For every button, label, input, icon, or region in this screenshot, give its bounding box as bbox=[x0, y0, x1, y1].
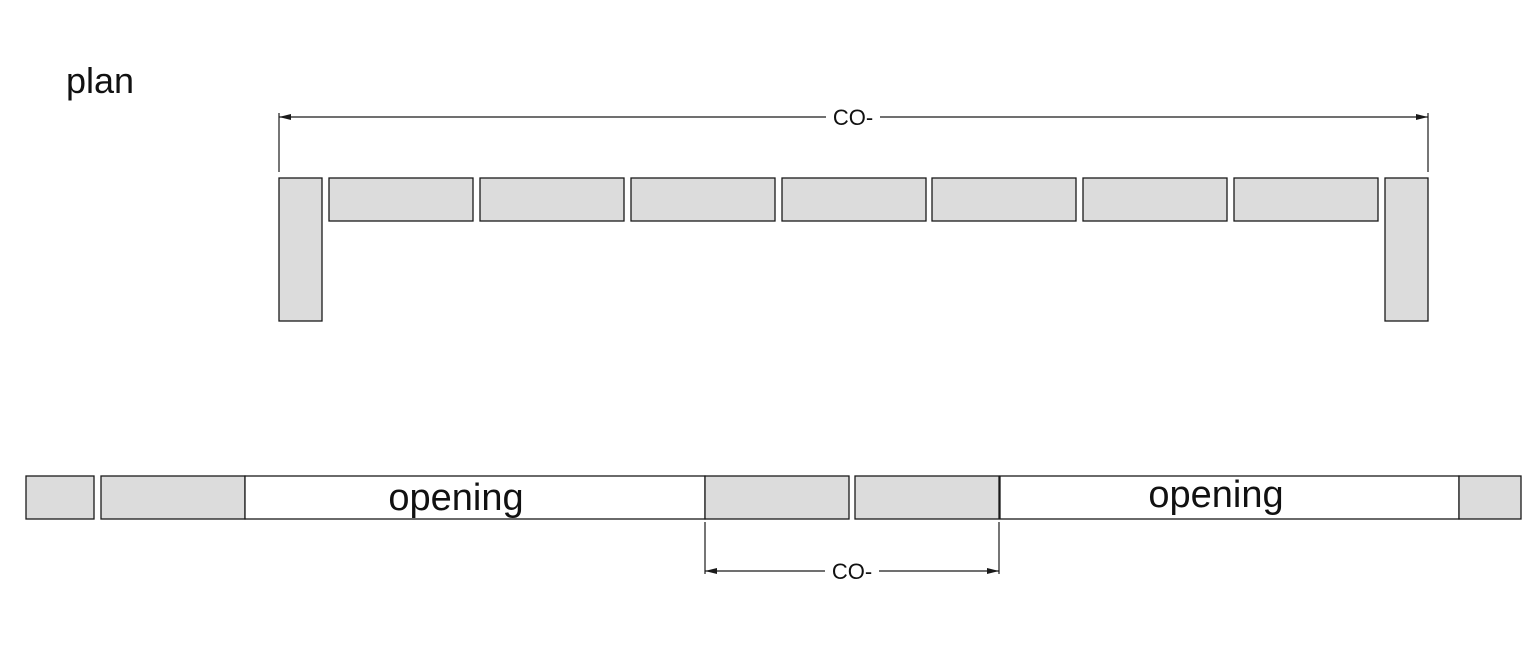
course-brick-1 bbox=[328, 177, 474, 222]
bottom-dimension-label: CO- bbox=[832, 559, 872, 584]
course-brick-6 bbox=[1082, 177, 1228, 222]
opening-2-label: opening bbox=[1148, 474, 1283, 516]
course-brick-5 bbox=[931, 177, 1077, 222]
top-dimension-left-arrow bbox=[279, 114, 291, 120]
top-dimension-right-arrow bbox=[1416, 114, 1428, 120]
opening-1 bbox=[244, 475, 706, 520]
course-brick-7 bbox=[1233, 177, 1379, 222]
partial-brick-left bbox=[25, 475, 95, 520]
top-dimension-label: CO- bbox=[833, 105, 873, 130]
bottom-brick-2 bbox=[704, 475, 850, 520]
end-brick-left bbox=[278, 177, 323, 322]
opening-1-label: opening bbox=[388, 477, 523, 519]
opening-2 bbox=[999, 475, 1460, 520]
partial-brick-right bbox=[1458, 475, 1522, 520]
bottom-brick-1 bbox=[100, 475, 246, 520]
bottom-dimension-left-arrow bbox=[705, 568, 717, 574]
course-brick-4 bbox=[781, 177, 927, 222]
bottom-plan: opening opening CO- bbox=[25, 474, 1522, 584]
course-brick-2 bbox=[479, 177, 625, 222]
top-plan: CO- bbox=[278, 105, 1429, 322]
bottom-dimension-right-arrow bbox=[987, 568, 999, 574]
end-brick-right bbox=[1384, 177, 1429, 322]
plan-title: plan bbox=[66, 60, 134, 101]
bottom-brick-3 bbox=[854, 475, 1000, 520]
course-brick-3 bbox=[630, 177, 776, 222]
